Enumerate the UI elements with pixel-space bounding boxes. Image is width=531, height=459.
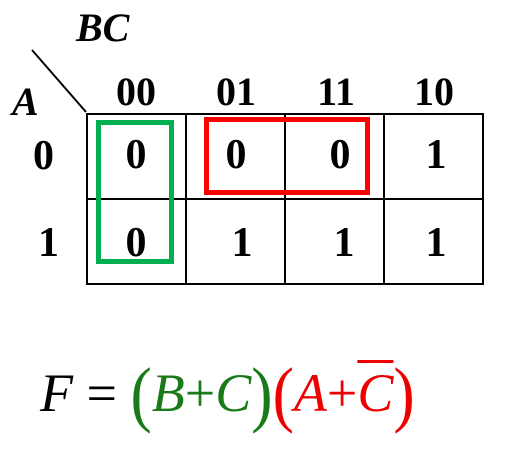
term-1-a: B [151,363,185,423]
term-1: (B+C) [130,352,273,435]
cell-1-10: 1 [425,220,447,266]
col-header-10: 10 [414,69,454,114]
term-2-b-complement: C [357,363,394,423]
term-1-b: C [215,363,252,423]
cell-0-01: 0 [225,132,247,178]
col-header-00: 00 [116,69,156,114]
watermark [0,1,23,45]
cell-0-11: 0 [329,132,351,178]
col-header-11: 11 [317,69,355,114]
term-1-op: + [184,363,216,423]
cell-1-01: 1 [231,220,253,266]
formula-equals: = [86,363,117,423]
cell-0-10: 1 [425,132,447,178]
row-header-1: 1 [38,220,59,266]
term-2: (A+C) [272,352,415,435]
term-2-a: A [293,363,327,423]
term-2-op: + [326,363,358,423]
cell-1-11: 1 [333,220,355,266]
cell-1-00: 0 [125,220,147,266]
formula-lhs: F [40,363,73,423]
corner-diagonal [31,49,87,113]
col-variable-label: BC [76,5,130,50]
row-variable-label: A [12,79,39,124]
simplified-expression: F = (B+C)(A+C) [40,352,415,435]
green-group-box [96,120,174,264]
grid-divider [86,198,484,200]
col-header-01: 01 [216,69,256,114]
cell-0-00: 0 [125,132,147,178]
row-header-0: 0 [33,133,54,179]
red-group-box [204,117,370,195]
